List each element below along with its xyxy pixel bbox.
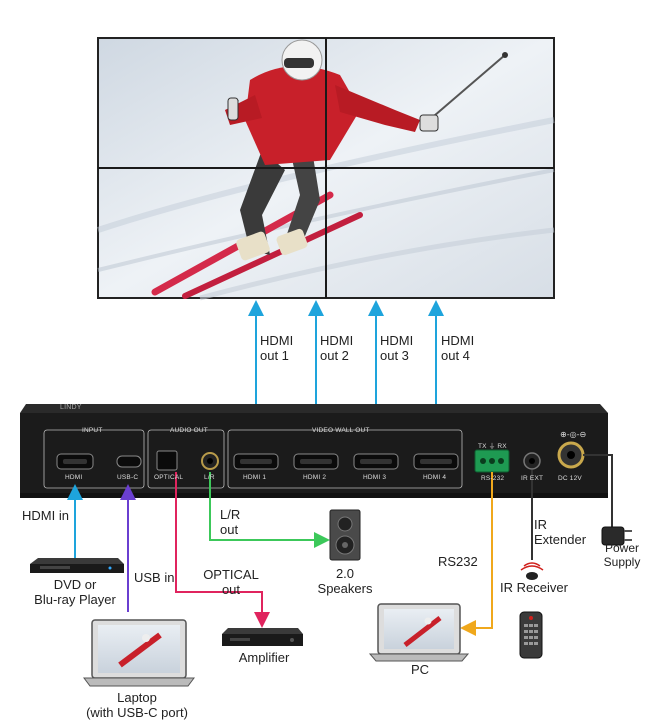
- power-supply-icon: [601, 526, 632, 546]
- speaker-icon: [329, 509, 361, 561]
- group-audio-label: AUDIO OUT: [170, 427, 208, 434]
- ir-receiver-label: IR Receiver: [500, 580, 568, 595]
- group-video-label: VIDEO WALL OUT: [312, 427, 370, 434]
- hdmi-in-label: HDMI in: [22, 508, 69, 523]
- port-usbc-label: USB-C: [117, 474, 139, 481]
- group-input-label: INPUT: [82, 427, 103, 434]
- laptop-icon: [83, 619, 195, 687]
- port-hdmi-out-2-label: HDMI 2: [303, 474, 327, 481]
- dvd-player-icon: [30, 558, 124, 573]
- remote-control-icon: [519, 611, 543, 659]
- port-rs232-label: RS-232: [481, 475, 505, 482]
- rs232-pin-label: TX ⏚ RX: [478, 443, 507, 450]
- svg-text:⊕-◎-⊖: ⊕-◎-⊖: [560, 430, 586, 439]
- laptop-label: Laptop(with USB-C port): [86, 690, 188, 720]
- port-hdmi-out-4-label: HDMI 4: [423, 474, 447, 481]
- amplifier-icon: [222, 628, 303, 646]
- pc-label: PC: [410, 662, 430, 677]
- port-ir-ext-label: IR EXT: [521, 475, 544, 482]
- pc-icon: [368, 603, 470, 662]
- rs232-label: RS232: [438, 554, 478, 569]
- usb-in-label: USB in: [134, 570, 175, 585]
- port-hdmi-label: HDMI: [65, 474, 83, 481]
- device-brand: LINDY: [60, 404, 82, 411]
- port-hdmi-out-3-label: HDMI 3: [363, 474, 387, 481]
- video-wall: [97, 37, 555, 301]
- ir-receiver-icon: [520, 562, 544, 580]
- amplifier-label: Amplifier: [238, 650, 290, 665]
- port-lr-label: L/R: [204, 474, 215, 481]
- port-dc-label: DC 12V: [558, 475, 582, 482]
- port-hdmi-out-1-label: HDMI 1: [243, 474, 267, 481]
- video-wall-controller: ⊕-◎-⊖: [20, 404, 608, 498]
- port-optical-label: OPTICAL: [154, 474, 184, 481]
